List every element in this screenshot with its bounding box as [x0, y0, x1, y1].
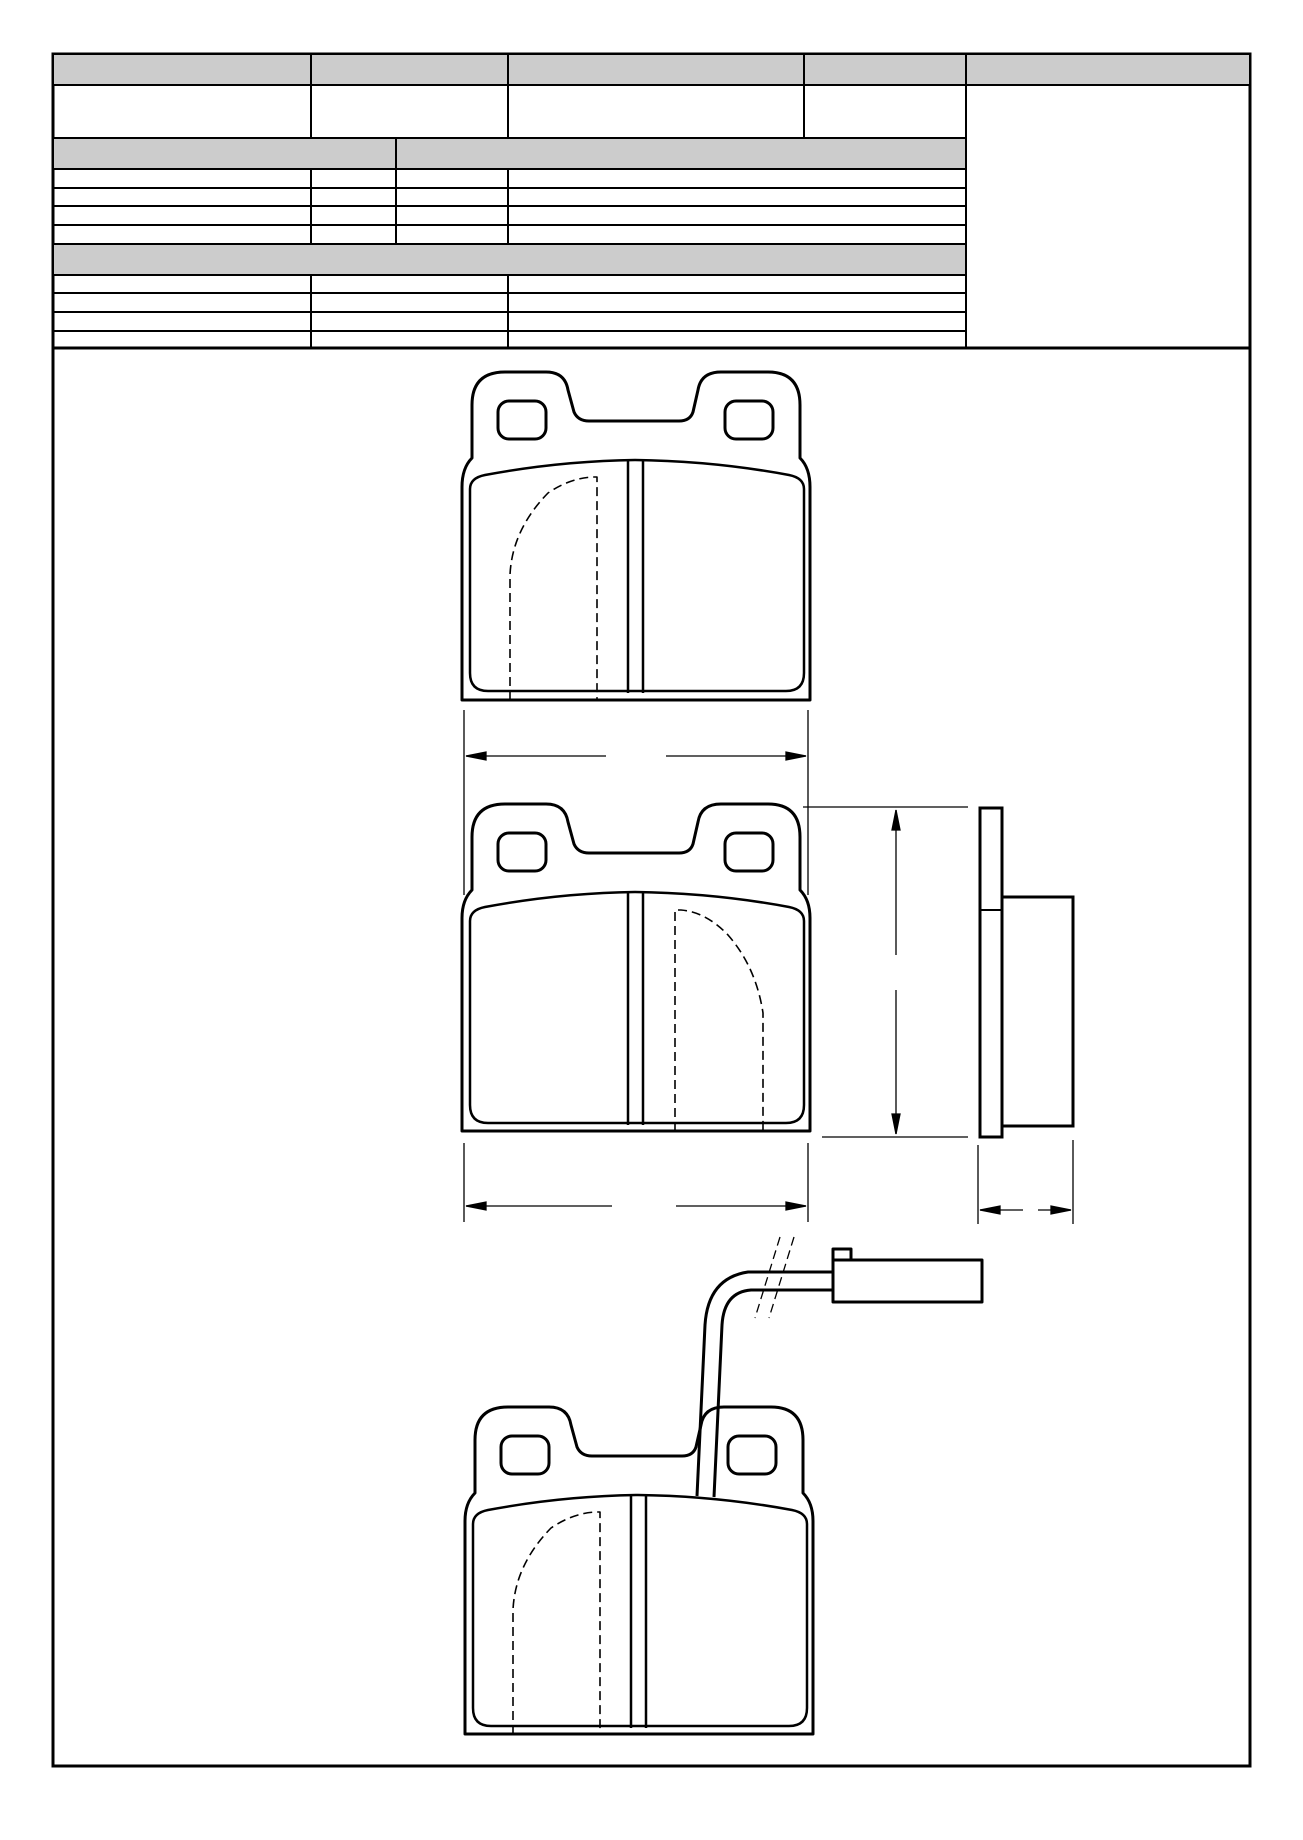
section-header-row-2: [52, 243, 967, 276]
wear-sensor-cable: [695, 1247, 984, 1498]
brake-pad-view-with-sensor: [463, 1405, 815, 1736]
header-table: [52, 53, 1251, 350]
brake-pad-view-dimensioned: [460, 802, 812, 1133]
friction-material-profile: [1000, 895, 1075, 1128]
brake-pad-view-top: [460, 370, 812, 702]
header-row: [52, 53, 1251, 86]
sensor-connector-tab: [831, 1247, 853, 1262]
width-dimension-top: [463, 710, 809, 895]
section-header-row-1: [52, 137, 967, 170]
brake-pad-side-profile: [978, 806, 1075, 1139]
width-dimension-middle: [463, 1143, 809, 1222]
thickness-dimension: [977, 1140, 1074, 1224]
sensor-connector: [831, 1258, 984, 1304]
sheet-border: [51, 52, 1252, 1768]
cable-break-marks: [754, 1236, 795, 1319]
height-dimension: [803, 806, 968, 1138]
